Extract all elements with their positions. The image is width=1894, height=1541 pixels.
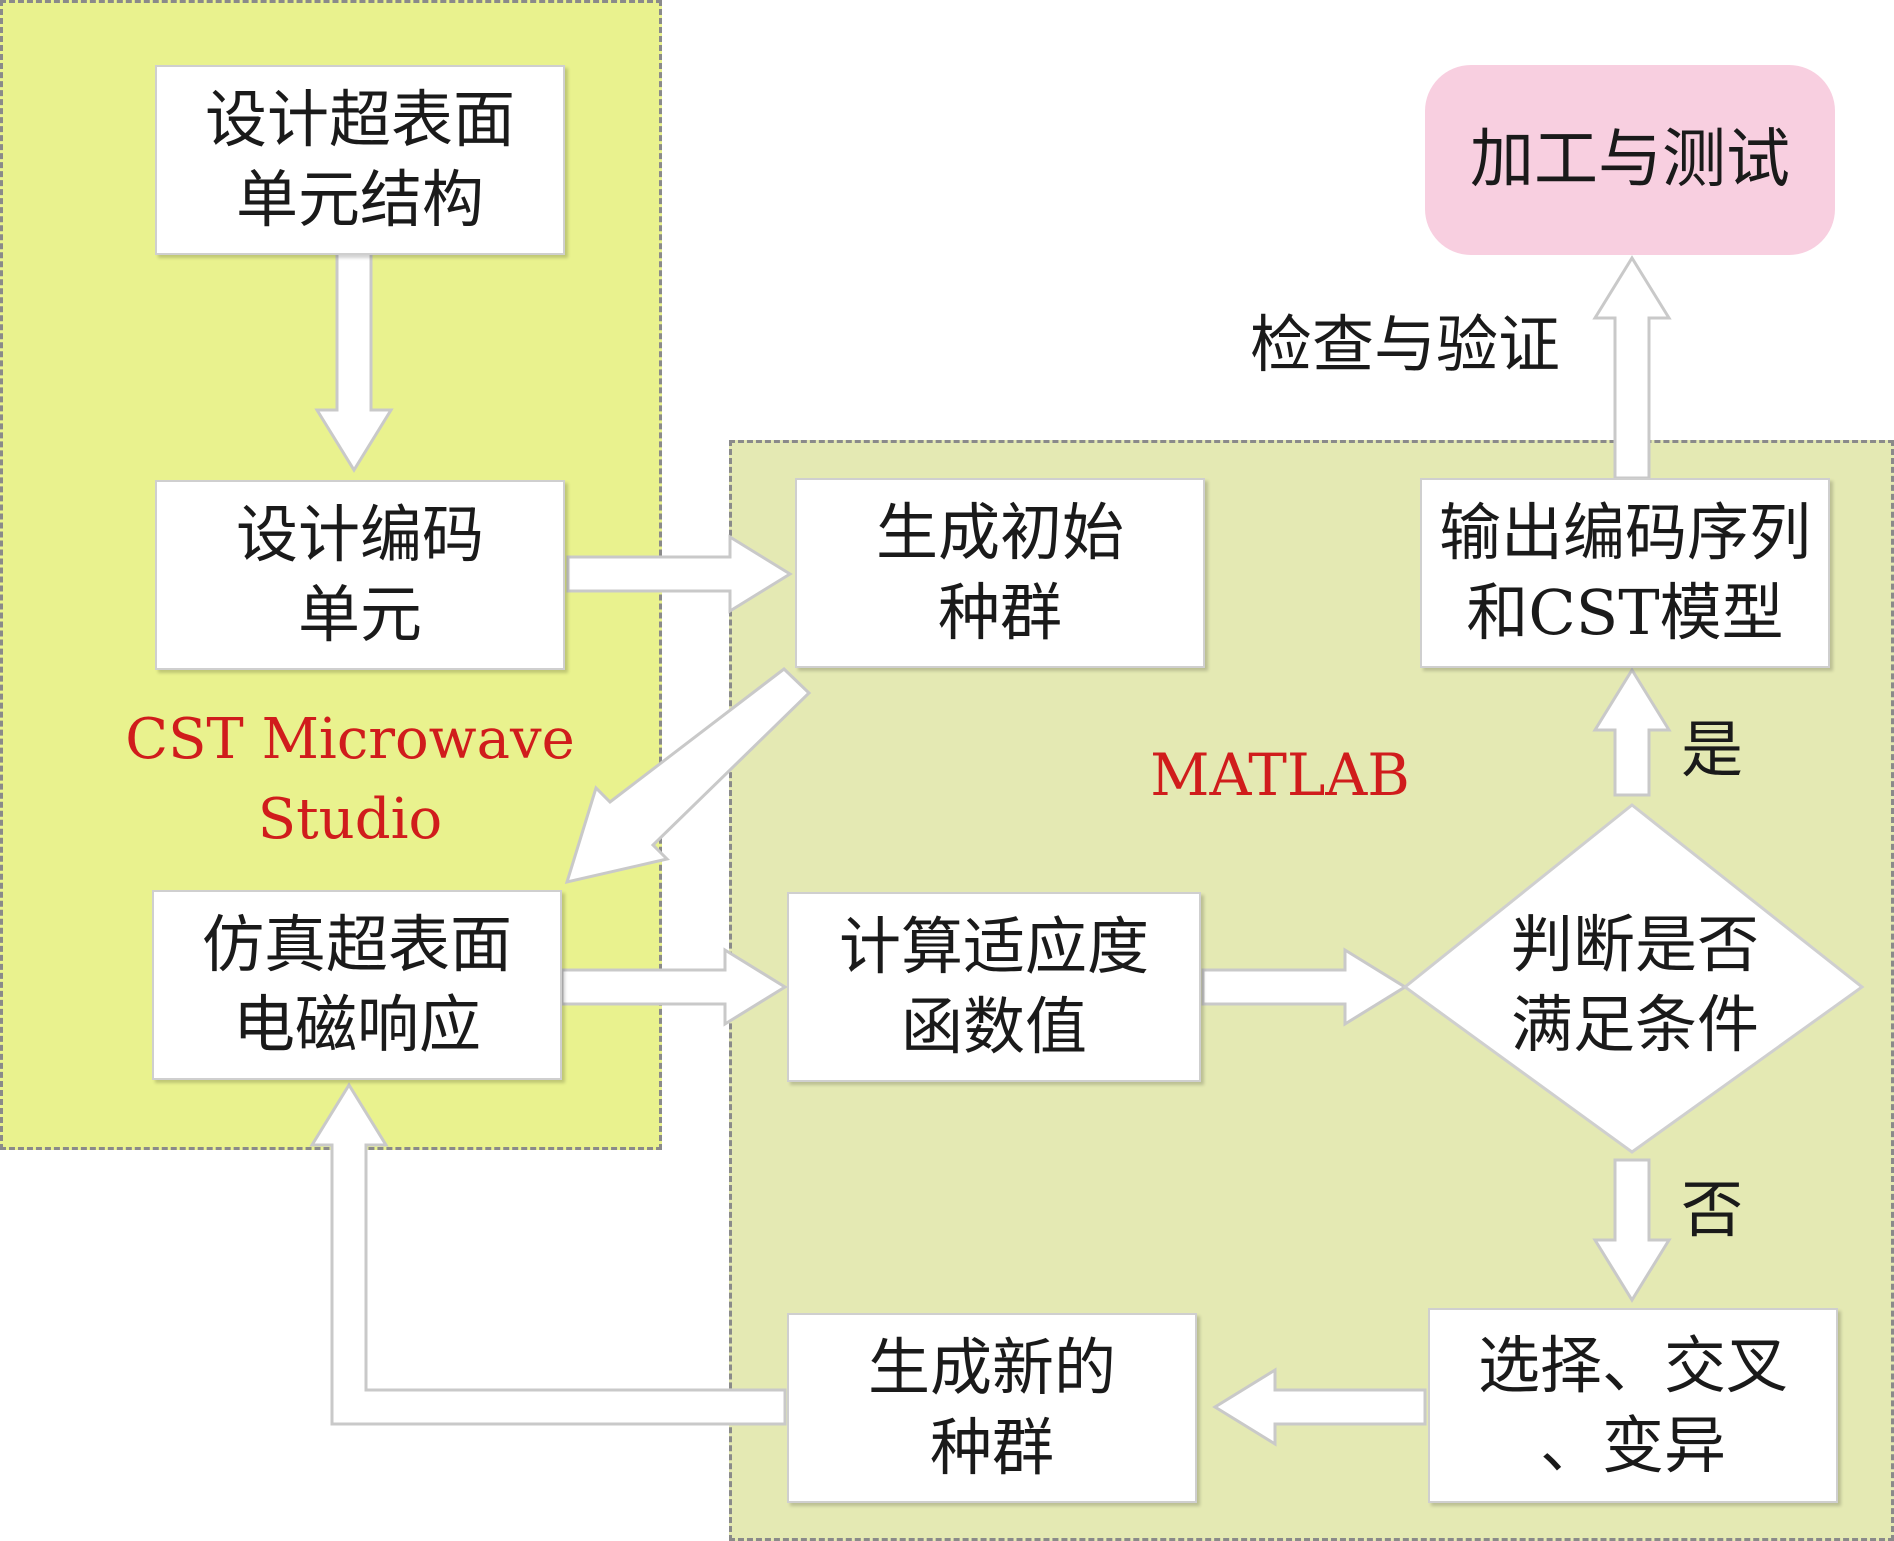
node-generate-new-population: 生成新的 种群 bbox=[787, 1313, 1197, 1503]
arrow-structure-to-coding bbox=[314, 251, 394, 473]
node-generate-initial-population: 生成初始 种群 bbox=[795, 478, 1205, 668]
check-condition-label: 判断是否 满足条件 bbox=[1510, 908, 1759, 1061]
edge-label-verify: 检查与验证 bbox=[1249, 308, 1560, 381]
arrow-fitness-to-check bbox=[1201, 947, 1408, 1027]
node-design-coding-unit: 设计编码 单元 bbox=[155, 480, 565, 670]
node-select-crossover-mutate: 选择、交叉 、变异 bbox=[1428, 1308, 1838, 1503]
arrow-check-to-output bbox=[1592, 667, 1672, 797]
node-compute-fitness: 计算适应度 函数值 bbox=[787, 892, 1201, 1082]
arrow-check-to-select bbox=[1592, 1158, 1672, 1303]
arrow-simulate-to-fitness bbox=[560, 947, 788, 1027]
node-output-sequence-model: 输出编码序列 和CST模型 bbox=[1420, 478, 1830, 668]
edge-label-yes: 是 bbox=[1680, 713, 1743, 786]
arrow-coding-to-initial bbox=[566, 534, 793, 614]
matlab-region-label: MATLAB bbox=[1150, 741, 1410, 809]
node-fabrication-test: 加工与测试 bbox=[1425, 65, 1835, 255]
node-simulate-em-response: 仿真超表面 电磁响应 bbox=[152, 890, 562, 1080]
arrow-output-to-fab bbox=[1592, 255, 1672, 480]
edge-label-no: 否 bbox=[1680, 1173, 1743, 1246]
arrow-newpop-to-simulate bbox=[309, 1082, 787, 1426]
cst-region-label: CST Microwave Studio bbox=[125, 707, 575, 852]
node-design-unit-structure: 设计超表面 单元结构 bbox=[155, 65, 565, 255]
arrow-select-to-newpop bbox=[1212, 1367, 1427, 1447]
check-condition-diamond bbox=[1402, 803, 1865, 1154]
arrow-initial-to-simulate bbox=[564, 667, 812, 885]
